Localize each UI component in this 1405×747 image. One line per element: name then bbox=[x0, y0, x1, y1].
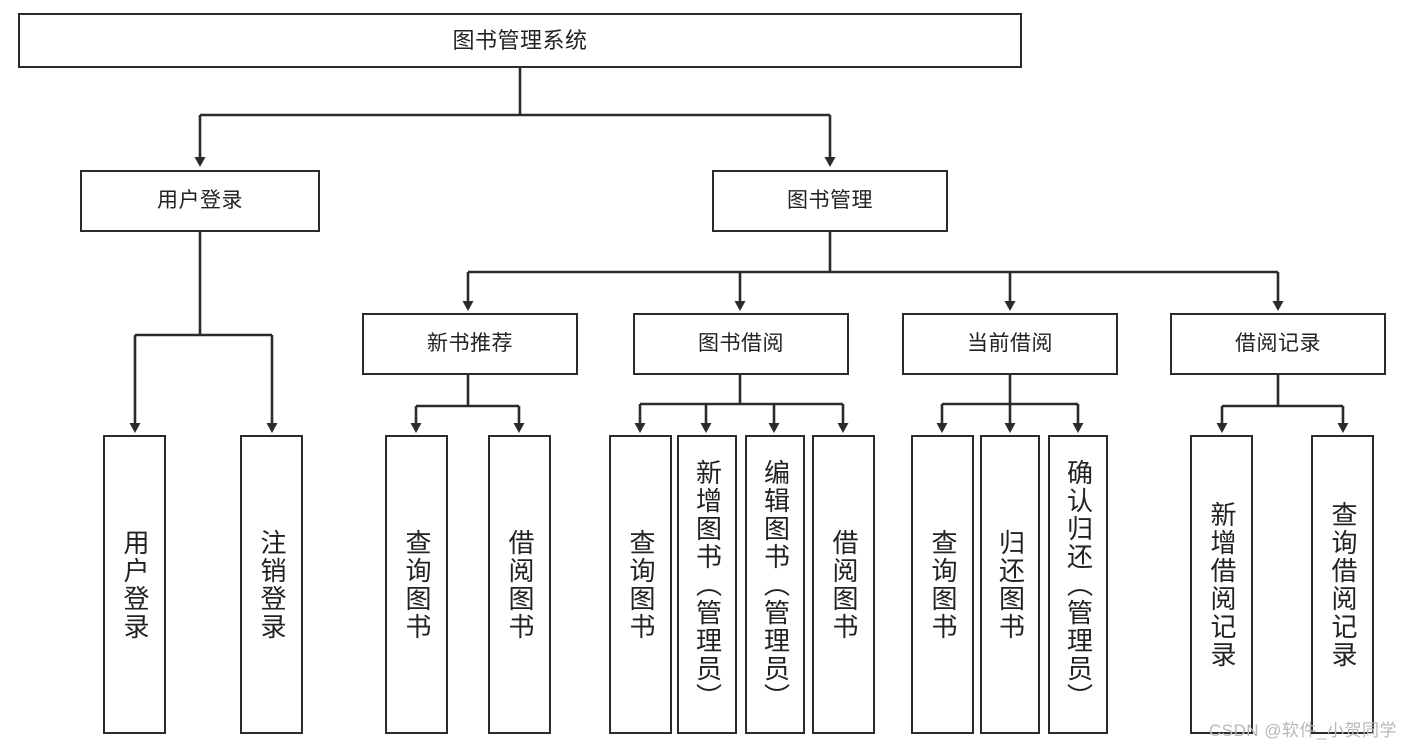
node-label: 用户登录 bbox=[120, 528, 151, 641]
node-book-borrow[interactable]: 图书借阅 bbox=[633, 313, 849, 375]
leaf-borrow-record-query-record[interactable]: 查询借阅记录 bbox=[1311, 435, 1374, 734]
csdn-watermark: CSDN @软件_小贺同学 bbox=[1208, 721, 1397, 740]
node-label: 借阅图书 bbox=[505, 528, 536, 641]
node-label: 借阅图书 bbox=[829, 528, 860, 641]
node-root-book-management-system[interactable]: 图书管理系统 bbox=[18, 13, 1022, 68]
node-label: 新增借阅记录 bbox=[1207, 500, 1238, 669]
node-label: 图书借阅 bbox=[698, 331, 784, 355]
leaf-book-borrow-query-book[interactable]: 查询图书 bbox=[609, 435, 672, 734]
leaf-borrow-record-add-record[interactable]: 新增借阅记录 bbox=[1190, 435, 1253, 734]
node-label: 归还图书 bbox=[995, 528, 1026, 641]
node-label: 查询图书 bbox=[928, 528, 959, 641]
leaf-book-borrow-add-book-admin[interactable]: 新增图书（管理员） bbox=[677, 435, 737, 734]
node-label: 查询图书 bbox=[626, 528, 657, 641]
node-book-management[interactable]: 图书管理 bbox=[712, 170, 948, 232]
leaf-new-book-query-book[interactable]: 查询图书 bbox=[385, 435, 448, 734]
leaf-book-borrow-borrow-book[interactable]: 借阅图书 bbox=[812, 435, 875, 734]
node-label: 查询图书 bbox=[402, 528, 433, 641]
node-current-borrow[interactable]: 当前借阅 bbox=[902, 313, 1118, 375]
node-label: 借阅记录 bbox=[1235, 331, 1321, 355]
node-label: 新增图书（管理员） bbox=[692, 458, 723, 711]
node-label: 确认归还（管理员） bbox=[1063, 458, 1094, 711]
leaf-current-borrow-query-book[interactable]: 查询图书 bbox=[911, 435, 974, 734]
node-label: 用户登录 bbox=[157, 188, 243, 212]
leaf-user-login-login[interactable]: 用户登录 bbox=[103, 435, 166, 734]
node-label: 查询借阅记录 bbox=[1328, 500, 1359, 669]
node-label: 图书管理系统 bbox=[452, 27, 588, 53]
leaf-new-book-borrow-book[interactable]: 借阅图书 bbox=[488, 435, 551, 734]
leaf-user-login-logout[interactable]: 注销登录 bbox=[240, 435, 303, 734]
node-borrow-record[interactable]: 借阅记录 bbox=[1170, 313, 1386, 375]
node-label: 图书管理 bbox=[787, 188, 873, 212]
leaf-book-borrow-edit-book-admin[interactable]: 编辑图书（管理员） bbox=[745, 435, 805, 734]
leaf-current-borrow-confirm-return-admin[interactable]: 确认归还（管理员） bbox=[1048, 435, 1108, 734]
leaf-current-borrow-return-book[interactable]: 归还图书 bbox=[980, 435, 1040, 734]
node-new-book-recommend[interactable]: 新书推荐 bbox=[362, 313, 578, 375]
node-label: 编辑图书（管理员） bbox=[760, 458, 791, 711]
node-label: 新书推荐 bbox=[427, 331, 513, 355]
node-user-login[interactable]: 用户登录 bbox=[80, 170, 320, 232]
node-label: 当前借阅 bbox=[967, 331, 1053, 355]
node-label: 注销登录 bbox=[257, 528, 288, 641]
